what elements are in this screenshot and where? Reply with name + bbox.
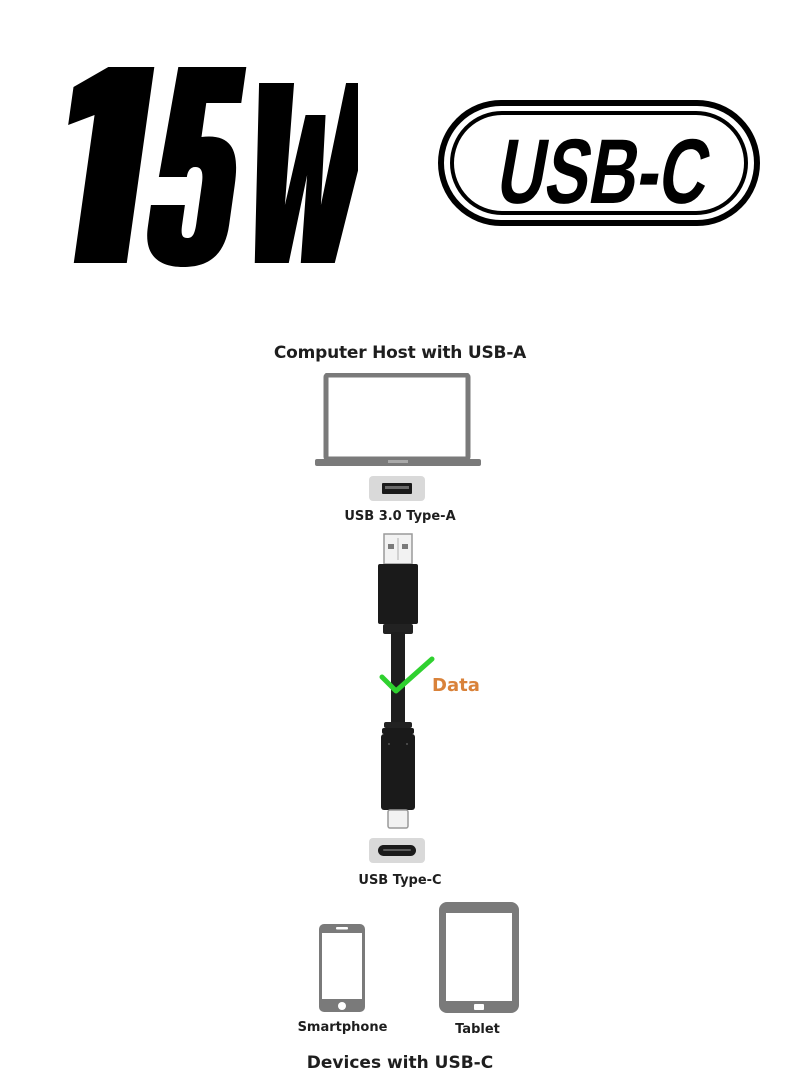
host-title: Computer Host with USB-A [273, 343, 527, 363]
devices-caption: Devices with USB-C [306, 1053, 494, 1073]
svg-text:USB-C: USB-C [491, 121, 719, 223]
smartphone-label: Smartphone [297, 1020, 388, 1035]
checkmark-icon [378, 655, 436, 697]
tablet-icon [438, 901, 520, 1014]
laptop-icon [314, 372, 482, 468]
usb-c-port-label: USB Type-C [358, 873, 442, 888]
usb-c-badge: USB-C [438, 100, 760, 226]
data-feature-label: Data [432, 675, 480, 696]
usb-cable-icon [370, 532, 430, 832]
power-rating-graphic [68, 67, 381, 267]
usb-c-port-icon [369, 838, 425, 863]
usb-a-port-label: USB 3.0 Type-A [344, 509, 456, 524]
tablet-label: Tablet [455, 1022, 500, 1037]
smartphone-icon [318, 923, 366, 1013]
usb-a-port-icon [369, 476, 425, 501]
usb-c-logo: USB-C [438, 100, 760, 226]
power-rating-headline [48, 55, 381, 275]
